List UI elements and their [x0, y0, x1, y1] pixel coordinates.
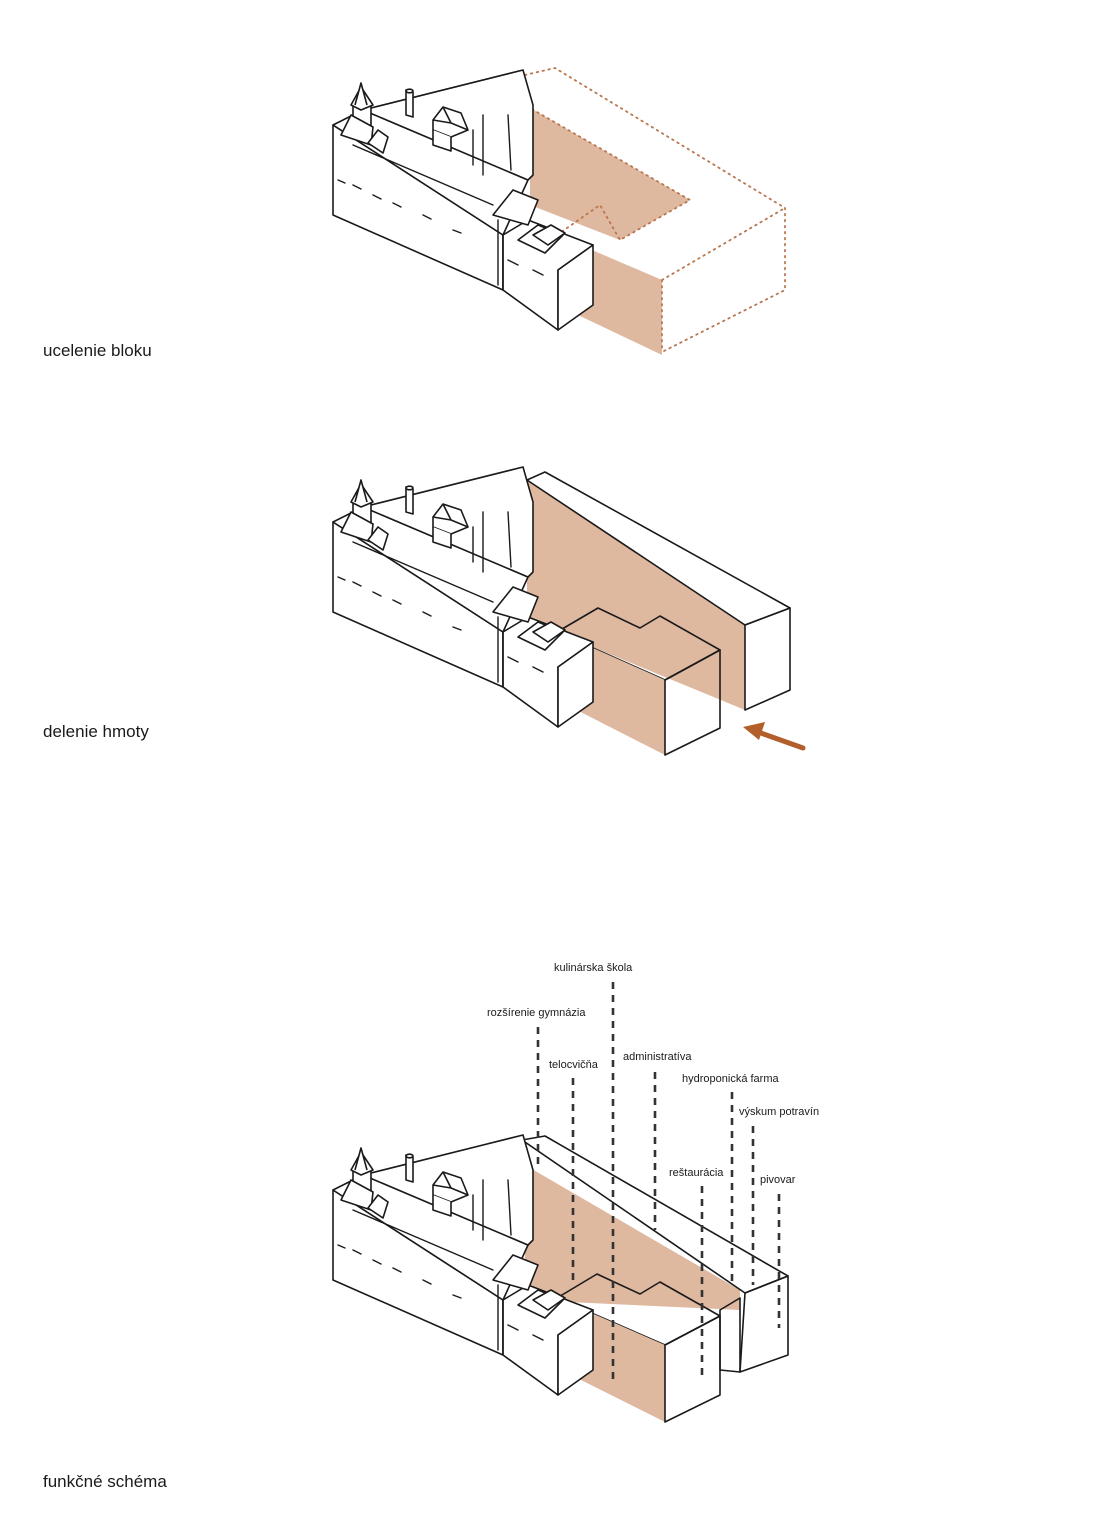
label-kulinarska-skola: kulinárska škola — [554, 962, 633, 974]
label-administrativa: administratíva — [623, 1051, 692, 1063]
label-restauracia: reštaurácia — [669, 1167, 724, 1179]
label-pivovar: pivovar — [760, 1174, 796, 1186]
label-vyskum-potravin: výskum potravín — [739, 1106, 819, 1118]
diagram-function-scheme: kulinárska škola rozšírenie gymnázia tel… — [332, 962, 819, 1423]
diagram-title-2: delenie hmoty — [43, 722, 149, 741]
arrow-up-left-icon — [743, 722, 806, 751]
label-rozsirenie-gymnazia: rozšírenie gymnázia — [487, 1007, 586, 1019]
diagram-block-completion — [332, 67, 786, 355]
function-leader-lines — [536, 982, 781, 1380]
label-telocvicna: telocvičňa — [549, 1059, 599, 1071]
diagram-title-1: ucelenie bloku — [43, 341, 152, 360]
diagram-title-3: funkčné schéma — [43, 1472, 167, 1491]
diagram-mass-division — [332, 466, 806, 756]
label-hydroponicka-farma: hydroponická farma — [682, 1073, 779, 1085]
